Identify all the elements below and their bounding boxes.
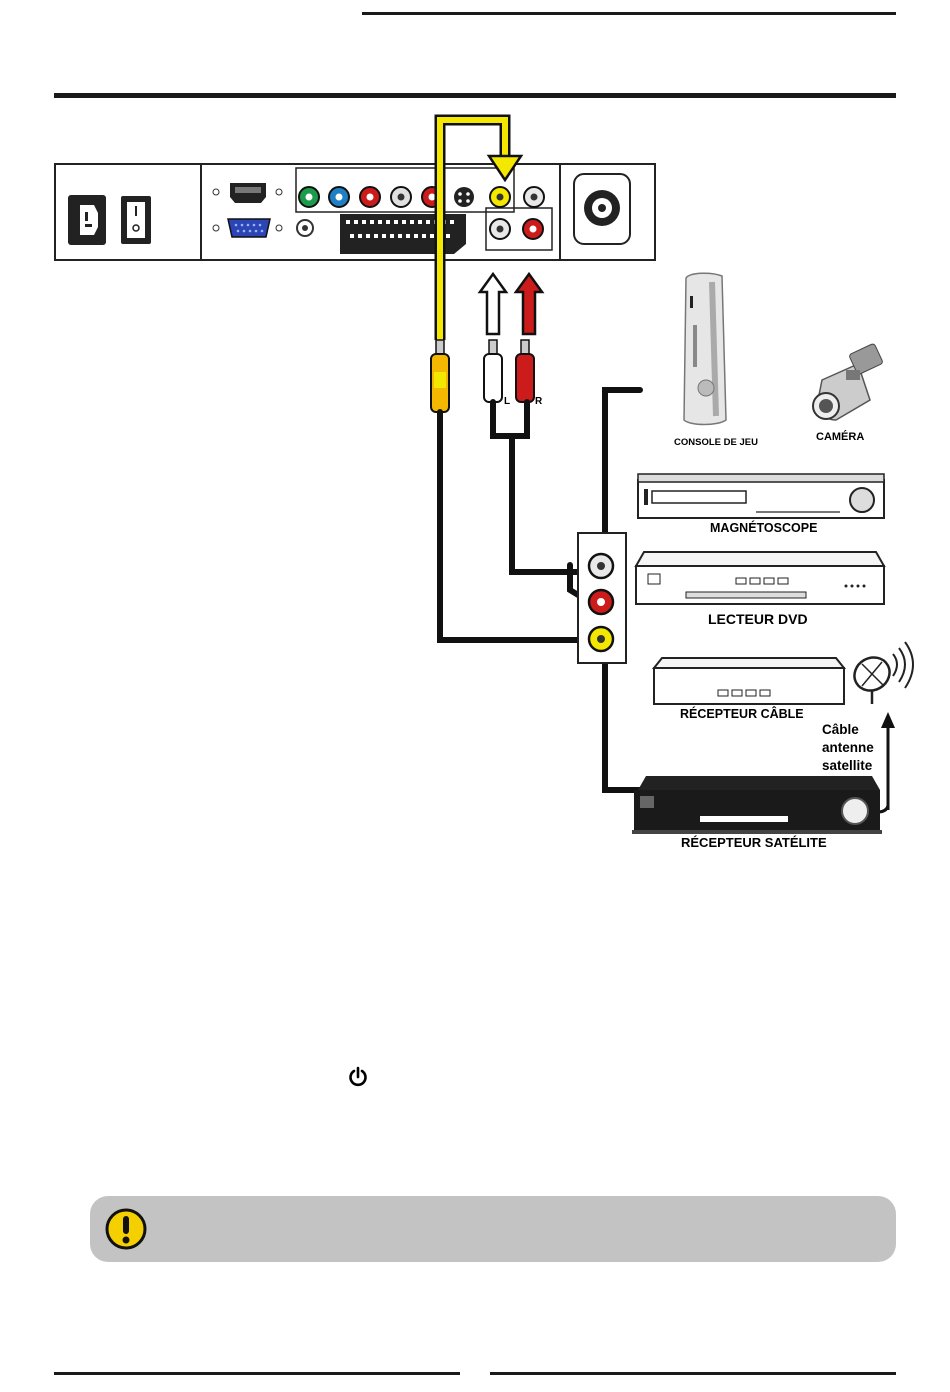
footer-rule-left: [54, 1372, 460, 1375]
pc-audio-jack-icon: [297, 220, 313, 236]
exclamation-warning-icon: [104, 1207, 148, 1251]
audio-right-plug-icon: [516, 340, 534, 402]
label-camera: CAMÉRA: [816, 430, 864, 443]
plug-label-left: L: [504, 396, 510, 407]
label-dvd: LECTEUR DVD: [708, 611, 808, 627]
audio-left-arrow-icon: [480, 274, 506, 334]
device-av-jack-panel: [578, 533, 626, 663]
tv-rear-panel: [55, 164, 655, 260]
audio-left-plug-icon: [484, 340, 502, 402]
antenna-label: Câble antenne satellite: [822, 722, 878, 773]
video-plug-icon: [431, 340, 449, 412]
satellite-dish-icon: [848, 642, 913, 704]
svideo-port-icon: [454, 187, 474, 207]
power-inlet-icon: [68, 195, 106, 245]
label-satellite-receiver: RÉCEPTEUR SATÉLITE: [681, 835, 827, 850]
plug-label-right: R: [535, 396, 543, 407]
av-video-jack-icon: [490, 187, 510, 207]
vcr-icon: [638, 474, 884, 518]
antenna-cable-arrow-icon: [878, 712, 895, 812]
game-console-icon: [684, 273, 726, 424]
label-console: CONSOLE DE JEU: [674, 437, 758, 448]
cable-receiver-icon: [654, 658, 844, 704]
camcorder-icon: [813, 343, 883, 420]
audio-right-arrow-icon: [516, 274, 542, 334]
power-icon: [347, 1066, 369, 1088]
label-vcr: MAGNÉTOSCOPE: [710, 520, 817, 535]
warning-note-box: [90, 1196, 896, 1262]
scart-port-icon: [340, 214, 466, 254]
dvd-player-icon: [636, 552, 884, 604]
label-cable-receiver: RÉCEPTEUR CÂBLE: [680, 706, 804, 721]
footer-rule-right: [490, 1372, 896, 1375]
antenna-input-icon: [574, 174, 630, 244]
connection-diagram: L R CONSOLE DE JEU CAMÉRA: [0, 0, 950, 900]
satellite-receiver-icon: [632, 776, 882, 834]
power-switch-icon: [121, 196, 151, 244]
